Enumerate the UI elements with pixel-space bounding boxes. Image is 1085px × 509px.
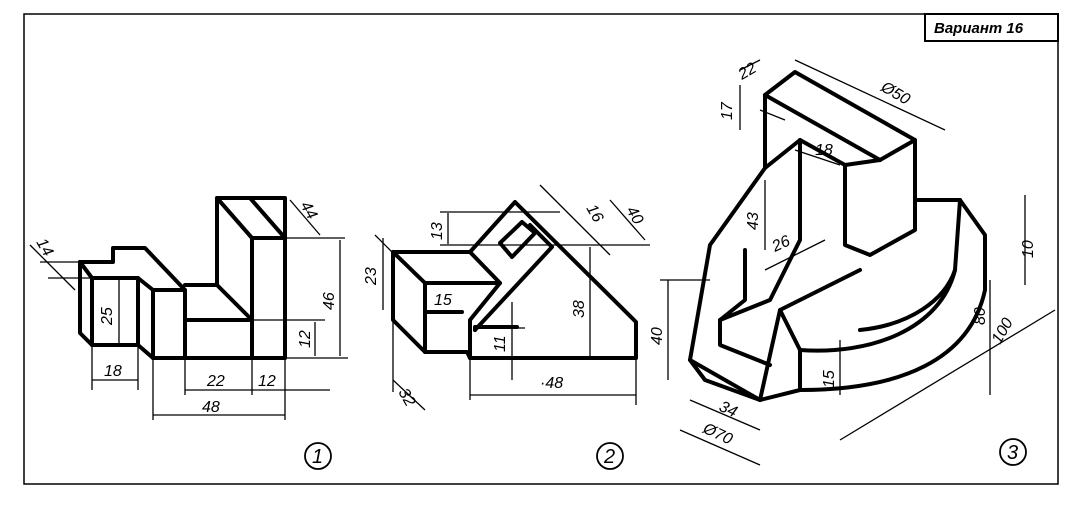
dim-2-32: 32: [395, 386, 419, 410]
dim-3-15: 15: [821, 370, 838, 388]
figure-1: 25 18 22 12 48 12 46 44 14 1: [29, 196, 348, 470]
figure-3-number-circle: [999, 438, 1027, 466]
dim-2-11: 11: [492, 335, 509, 352]
dim-3-80: 80: [972, 307, 989, 325]
figure-2-number-circle: [596, 442, 624, 470]
figure-2: 23 13 15 32 11 38 ·48 16 40 2: [363, 184, 650, 470]
figure-3-number: 3: [1007, 442, 1018, 464]
dim-2-16: 16: [583, 202, 607, 226]
dim-1-12-horizontal: 12: [258, 373, 276, 390]
figure-3-outline: [688, 70, 987, 402]
dim-3-26: 26: [769, 233, 793, 256]
dim-3-40: 40: [649, 327, 666, 345]
dim-3-17: 17: [719, 101, 736, 120]
dim-2-38: 38: [571, 300, 588, 318]
figure-1-outline: [78, 196, 287, 360]
dim-1-18: 18: [104, 363, 122, 380]
dim-3-10: 10: [1020, 240, 1037, 258]
figure-2-outline: [391, 200, 638, 360]
dim-3-43: 43: [745, 212, 762, 230]
figure-1-number: 1: [312, 446, 323, 468]
dim-3-18: 18: [815, 142, 833, 159]
figure-1-number-circle: [304, 442, 332, 470]
dim-1-12-vertical: 12: [297, 330, 314, 348]
dim-1-46: 46: [321, 292, 338, 310]
variant-title: Вариант 16: [934, 20, 1024, 37]
figure-2-number: 2: [603, 446, 615, 468]
figure-3-dimension-lines: [660, 59, 1056, 466]
dim-1-25: 25: [99, 307, 116, 326]
dim-1-44: 44: [297, 199, 321, 223]
dim-1-48: 48: [202, 399, 220, 416]
dim-3-34: 34: [716, 398, 739, 421]
dim-2-23: 23: [363, 267, 380, 286]
dim-2-13: 13: [429, 222, 446, 240]
variant-title-box: Вариант 16: [924, 13, 1059, 42]
sheet-frame: [23, 13, 1059, 485]
dim-1-22: 22: [206, 373, 225, 390]
dim-2-48: ·48: [540, 375, 563, 392]
dim-2-40: 40: [623, 204, 647, 228]
dim-2-15: 15: [434, 292, 452, 309]
dim-1-14: 14: [33, 236, 57, 260]
figure-2-dimension-lines: [374, 184, 650, 411]
figure-1-dimension-lines: [29, 199, 348, 420]
